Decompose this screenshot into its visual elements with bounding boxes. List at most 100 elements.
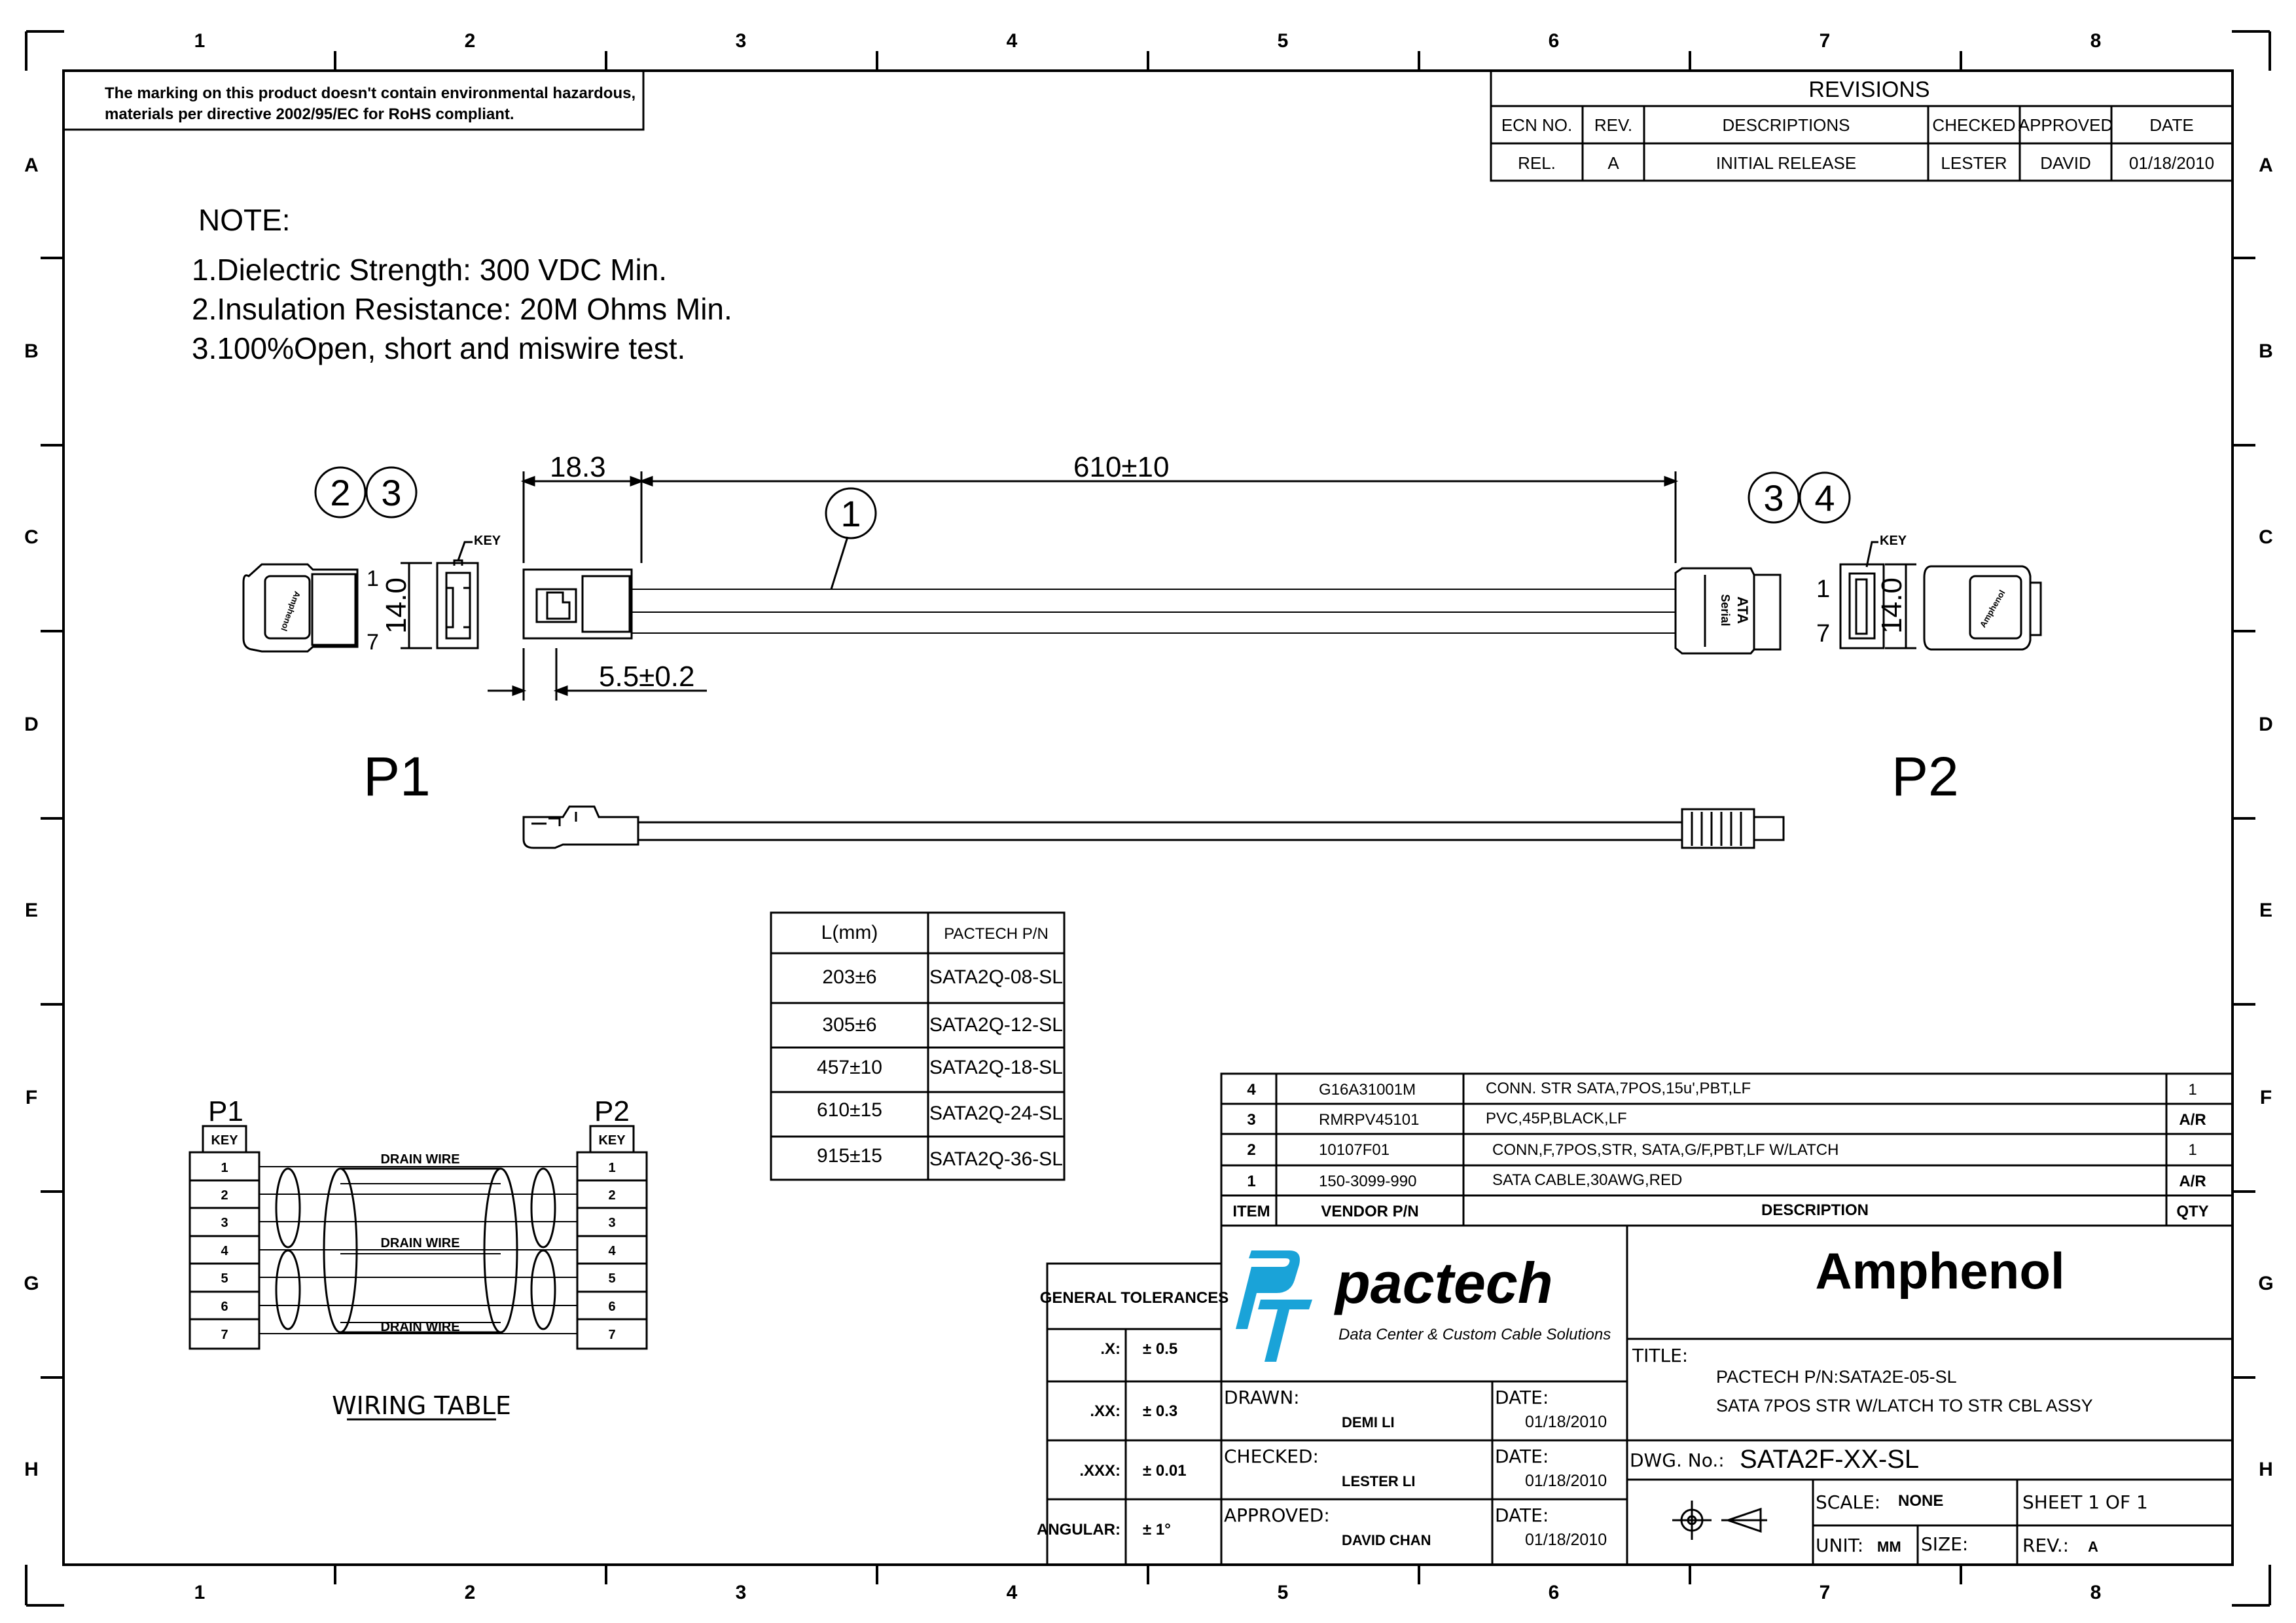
- balloon-3-right: [1748, 471, 1800, 524]
- company-name: Amphenol: [1815, 1242, 2064, 1300]
- brand-mark-left: Amphenol: [279, 590, 302, 632]
- bom-header: VENDOR P/N: [1321, 1203, 1418, 1220]
- bom-item: 1: [1247, 1173, 1255, 1190]
- rohs-note-line1: The marking on this product doesn't cont…: [105, 84, 636, 102]
- tolerance-value: ± 0.5: [1143, 1340, 1177, 1358]
- drawn-label: DRAWN:: [1224, 1387, 1300, 1408]
- balloon-3-right-label: 3: [1763, 477, 1784, 519]
- row-label-left: D: [24, 714, 39, 735]
- length-table-cell: SATA2Q-12-SL: [929, 1014, 1063, 1036]
- revisions-header: ECN NO.: [1501, 115, 1572, 135]
- revisions-cell: REL.: [1518, 153, 1556, 173]
- revisions-table: [1490, 69, 2234, 182]
- col-label-top: 8: [2090, 30, 2102, 52]
- dim-height-right: 14.0: [1876, 577, 1908, 634]
- row-label-right: H: [2259, 1459, 2273, 1480]
- wiring-table-title: WIRING TABLE: [332, 1391, 511, 1420]
- col-label-bottom: 5: [1278, 1582, 1289, 1603]
- revisions-header: REV.: [1594, 115, 1632, 135]
- date-label: DATE:: [1495, 1387, 1549, 1408]
- wiring-diagram: [188, 1125, 648, 1421]
- row-label-right: D: [2259, 714, 2273, 735]
- cable-top-view: [522, 805, 1785, 849]
- length-table-cell: SATA2Q-08-SL: [929, 966, 1063, 988]
- wiring-pin-right: 5: [608, 1271, 615, 1286]
- row-label-left: B: [24, 340, 39, 362]
- connector-text-ata: ATA: [1734, 596, 1751, 624]
- balloon-3-left: [365, 466, 418, 519]
- length-table-header: L(mm): [821, 922, 878, 943]
- bom-item: 2: [1247, 1141, 1255, 1159]
- row-label-right: F: [2260, 1087, 2272, 1108]
- wiring-p2: P2: [594, 1095, 630, 1127]
- col-label-bottom: 7: [1820, 1582, 1831, 1603]
- balloon-1: [825, 487, 877, 539]
- wiring-pin-right: 3: [608, 1216, 615, 1230]
- size-label: SIZE:: [1921, 1533, 1968, 1555]
- bom-qty: 1: [2188, 1141, 2197, 1159]
- tolerance-value: ± 1°: [1143, 1521, 1171, 1539]
- bom-description: CONN. STR SATA,7POS,15u',PBT,LF: [1486, 1080, 1751, 1097]
- date-approved: 01/18/2010: [1525, 1531, 1607, 1549]
- revisions-title: REVISIONS: [1808, 77, 1929, 102]
- bom-table: [1046, 1072, 2234, 1566]
- tolerance-label: .XXX:: [1079, 1462, 1121, 1480]
- row-label-right: A: [2259, 155, 2273, 176]
- wiring-pin-right: 2: [608, 1188, 615, 1203]
- revisions-header: DATE: [2149, 115, 2193, 135]
- row-label-right: G: [2258, 1273, 2273, 1294]
- col-label-top: 7: [1820, 30, 1831, 52]
- projection-symbol-icon: [1672, 1501, 1767, 1540]
- bom-item: 3: [1247, 1111, 1255, 1129]
- dwg-label: DWG. No.:: [1630, 1450, 1725, 1471]
- wiring-pin-left: 2: [221, 1188, 228, 1203]
- col-label-bottom: 1: [194, 1582, 206, 1603]
- col-label-bottom: 4: [1007, 1582, 1018, 1603]
- date-checked: 01/18/2010: [1525, 1472, 1607, 1490]
- revisions-cell: INITIAL RELEASE: [1716, 153, 1856, 173]
- label-p2: P2: [1892, 746, 1959, 807]
- revisions-header: DESCRIPTIONS: [1722, 115, 1850, 135]
- connector-text-serial: Serial: [1719, 594, 1732, 626]
- bom-description: PVC,45P,BLACK,LF: [1486, 1110, 1627, 1127]
- title-label: TITLE:: [1632, 1345, 1688, 1366]
- balloon-4-label: 4: [1814, 477, 1835, 519]
- wiring-pin-left: 3: [221, 1216, 228, 1230]
- scale-label: SCALE:: [1816, 1491, 1880, 1513]
- rohs-note-line2: materials per directive 2002/95/EC for R…: [105, 105, 514, 123]
- revisions-cell: DAVID: [2040, 153, 2091, 173]
- bom-item: 4: [1247, 1081, 1256, 1099]
- title-line1: PACTECH P/N:SATA2E-05-SL: [1716, 1367, 1957, 1387]
- pin-bottom-left: 7: [367, 630, 379, 655]
- bom-vendor-pn: 150-3099-990: [1319, 1173, 1416, 1190]
- row-label-left: G: [24, 1273, 39, 1294]
- bom-qty: A/R: [2179, 1173, 2206, 1190]
- key-label-right: KEY: [1880, 534, 1907, 548]
- tolerance-label: .XX:: [1090, 1402, 1121, 1420]
- pactech-logo-name: pactech: [1334, 1250, 1553, 1315]
- revisions-header: CHECKED: [1932, 115, 2015, 135]
- length-table-cell: SATA2Q-36-SL: [929, 1148, 1063, 1170]
- bom-header: ITEM: [1232, 1203, 1270, 1220]
- revisions-cell: A: [1607, 153, 1619, 173]
- dim-connector: 18.3: [550, 451, 606, 483]
- wiring-pin-right: 7: [608, 1328, 615, 1342]
- pactech-logo-tagline: Data Center & Custom Cable Solutions: [1338, 1326, 1611, 1343]
- unit-value: MM: [1877, 1539, 1901, 1555]
- row-label-left: A: [24, 155, 39, 176]
- rev-value: A: [2088, 1539, 2098, 1555]
- col-label-top: 6: [1549, 30, 1560, 52]
- wiring-pin-left: 4: [221, 1244, 228, 1258]
- revisions-cell: 01/18/2010: [2129, 153, 2214, 173]
- length-table-cell: 305±6: [822, 1014, 876, 1036]
- length-table-header: PACTECH P/N: [944, 925, 1049, 943]
- checked-by: LESTER LI: [1342, 1473, 1415, 1489]
- note-item: 3.100%Open, short and miswire test.: [192, 331, 685, 365]
- bom-qty: 1: [2188, 1081, 2197, 1099]
- key-label-left: KEY: [474, 534, 501, 548]
- rev-label: REV.:: [2022, 1535, 2069, 1556]
- drain-wire-label: DRAIN WIRE: [380, 1320, 459, 1334]
- row-label-right: E: [2259, 900, 2272, 921]
- date-label: DATE:: [1495, 1446, 1549, 1467]
